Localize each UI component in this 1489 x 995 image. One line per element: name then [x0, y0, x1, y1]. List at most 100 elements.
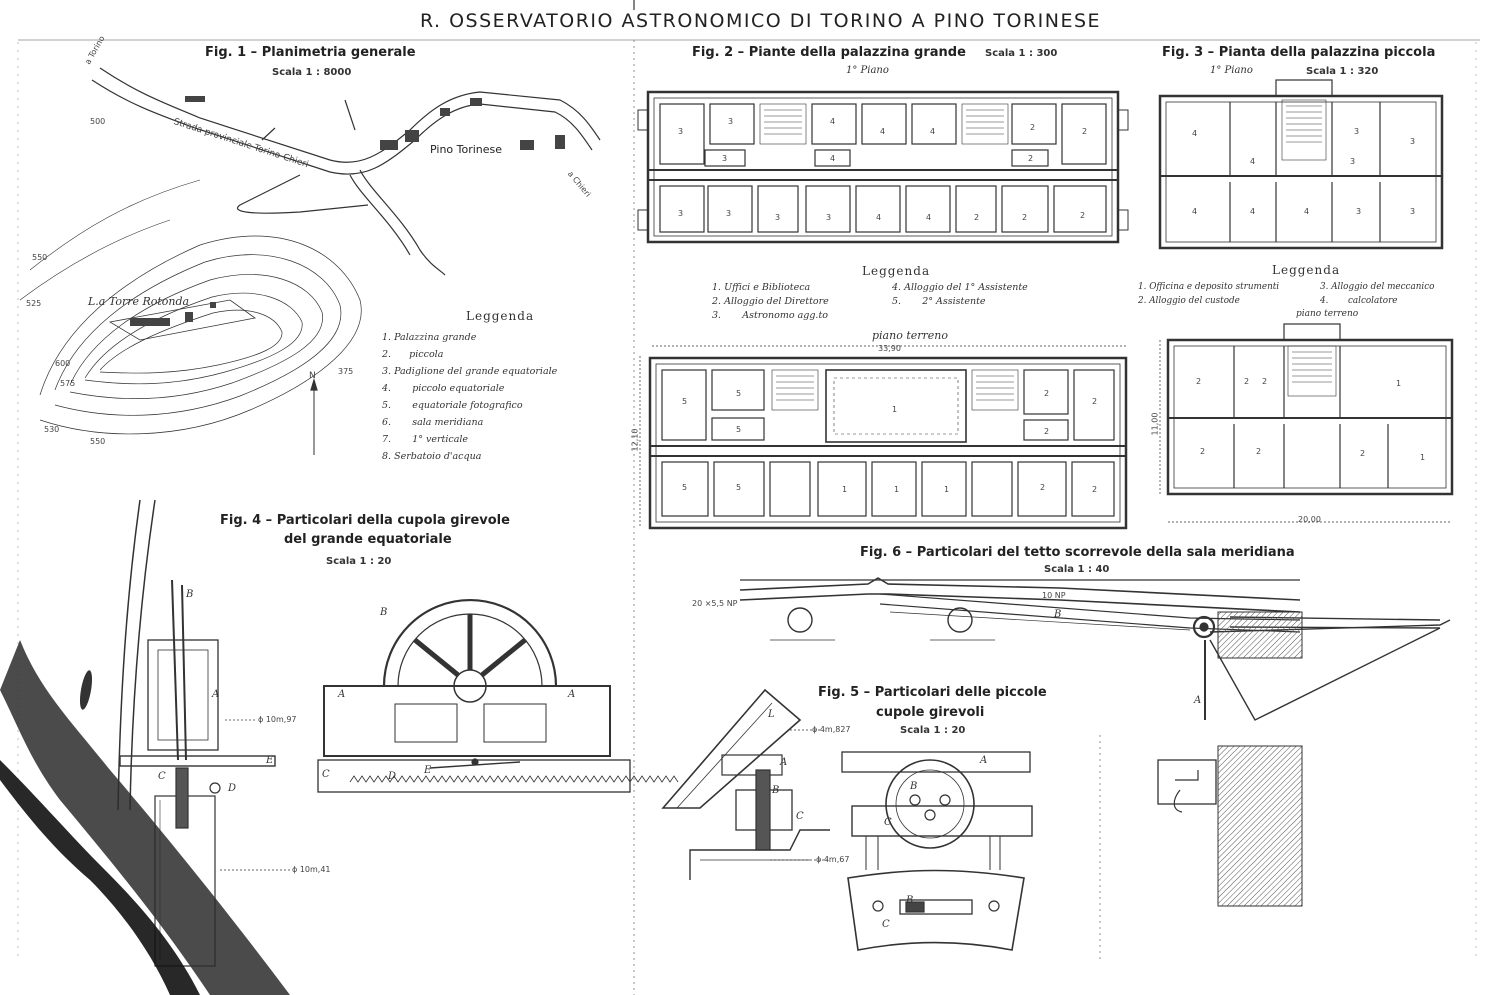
fig2-legend-title: Leggenda [862, 264, 931, 278]
part-label: A [568, 689, 576, 700]
legend-item: 3. Alloggio del meccanico [1320, 282, 1435, 292]
fig3-scale: Scala 1 : 320 [1306, 66, 1379, 77]
fig5-caption: Fig. 5 – Particolari delle piccole [818, 685, 1047, 700]
room-number: 2 [1262, 377, 1268, 386]
fig5-scale: Scala 1 : 20 [900, 725, 966, 736]
fig6-scale: Scala 1 : 40 [1044, 564, 1110, 575]
scan-shadow [0, 640, 290, 995]
room-number: 3 [1356, 207, 1362, 216]
room-number: 2 [974, 213, 980, 222]
part-label: E [266, 755, 274, 766]
fig3-legend-col2: 3. Alloggio del meccanico 4. calcolatore [1320, 282, 1434, 310]
fig2-scale: Scala 1 : 300 [985, 48, 1058, 59]
fig1-contour: 550 [90, 437, 106, 446]
fig3-ground-plan [1159, 323, 1454, 523]
fig1-map [19, 67, 601, 455]
part-label: A [980, 755, 988, 766]
room-number: 4 [1250, 157, 1256, 166]
fig6-dim2: 20 ×5,5 NP [692, 599, 738, 608]
room-number: 2 [1092, 397, 1098, 406]
fig6-detail [739, 577, 1451, 907]
legend-item: 2. Alloggio del custode [1138, 296, 1240, 306]
sheet-title: R. OSSERVATORIO ASTRONOMICO DI TORINO A … [420, 10, 1102, 32]
legend-item: 3. Astronomo agg.to [712, 310, 828, 321]
legend-item: 4. calcolatore [1320, 296, 1398, 306]
part-label: L [768, 709, 775, 720]
fig5-dim1: ϕ 4m,827 [812, 725, 851, 734]
part-label: D [388, 771, 397, 782]
room-number: 2 [1022, 213, 1028, 222]
fig3-upper-plan [1158, 79, 1444, 250]
fig4-caption-line2: del grande equatoriale [284, 532, 452, 547]
legend-item: 1. Officina e deposito strumenti [1138, 282, 1280, 292]
fig1-hill-label: L.a Torre Rotonda [88, 295, 190, 308]
legend-item: 1. Palazzina grande [382, 332, 477, 343]
fig5-dim2: ϕ 4m,67 [816, 855, 850, 864]
fig1-contour: 575 [60, 379, 76, 388]
legend-item: 4. piccolo equatoriale [382, 383, 505, 394]
room-number: 1 [842, 485, 848, 494]
room-number: 5 [682, 483, 688, 492]
legend-item: 5. 2° Assistente [892, 296, 986, 307]
room-number: 4 [1250, 207, 1256, 216]
room-number: 2 [1044, 427, 1050, 436]
legend-item: 6. sala meridiana [382, 417, 484, 428]
room-number: 3 [1410, 207, 1416, 216]
room-number: 4 [876, 213, 882, 222]
room-number: 3 [826, 213, 832, 222]
fig2-dim-width: 33,90 [878, 344, 901, 353]
fig3-legend-title: Leggenda [1272, 263, 1341, 277]
room-number: 2 [1092, 485, 1098, 494]
legend-item: 4. Alloggio del 1° Assistente [892, 282, 1028, 293]
fig2-ground-label: piano terreno [872, 329, 948, 342]
room-number: 2 [1256, 447, 1262, 456]
fig1-contour: 525 [26, 299, 42, 308]
room-number: 3 [726, 209, 732, 218]
part-label: A [338, 689, 346, 700]
room-number: 1 [1420, 453, 1426, 462]
room-number: 3 [728, 117, 734, 126]
fig3-dim-height: 11,00 [1150, 412, 1160, 436]
part-label: B [772, 785, 780, 796]
legend-item: 8. Serbatoio d'acqua [382, 451, 482, 462]
fig3-dim-width: 20,00 [1298, 515, 1321, 524]
legend-item: 1. Uffici e Biblioteca [712, 282, 811, 293]
fig6-dim1: 10 NP [1042, 591, 1066, 600]
legend-item: 2. Alloggio del Direttore [712, 296, 829, 307]
part-label: D [228, 783, 237, 794]
room-number: 2 [1196, 377, 1202, 386]
fig2-dim-height: 12,10 [630, 428, 640, 452]
part-label: B [380, 607, 388, 618]
fig2-legend-col1: 1. Uffici e Biblioteca 2. Alloggio del D… [712, 282, 829, 324]
fig4-scale: Scala 1 : 20 [326, 556, 392, 567]
room-number: 4 [1192, 207, 1198, 216]
legend-item: 2. piccola [382, 349, 444, 360]
room-number: 4 [926, 213, 932, 222]
room-number: 4 [930, 127, 936, 136]
room-number: 2 [1082, 127, 1088, 136]
room-number: 5 [736, 425, 742, 434]
part-label: B [1054, 609, 1062, 620]
room-number: 4 [830, 154, 836, 163]
room-number: 3 [1350, 157, 1356, 166]
fig1-town-label: Pino Torinese [430, 143, 503, 156]
room-number: 2 [1030, 123, 1036, 132]
fig1-legend: 1. Palazzina grande 2. piccola 3. Padigl… [382, 332, 557, 468]
room-number: 3 [722, 154, 728, 163]
part-label: C [322, 769, 330, 780]
fig2-floor1-label: 1° Piano [846, 65, 889, 76]
room-number: 3 [775, 213, 781, 222]
part-label: B [186, 589, 194, 600]
part-label: A [1194, 695, 1202, 706]
room-number: 4 [1192, 129, 1198, 138]
room-number: 2 [1200, 447, 1206, 456]
fig4-dim1: ϕ 10m,97 [258, 715, 297, 724]
fig3-legend-col1: 1. Officina e deposito strumenti 2. Allo… [1138, 282, 1279, 310]
legend-item: 3. Padiglione del grande equatoriale [382, 366, 558, 377]
room-number: 4 [880, 127, 886, 136]
part-label: A [780, 757, 788, 768]
part-label: C [158, 771, 166, 782]
fig3-caption: Fig. 3 – Pianta della palazzina piccola [1162, 45, 1436, 60]
room-number: 2 [1040, 483, 1046, 492]
